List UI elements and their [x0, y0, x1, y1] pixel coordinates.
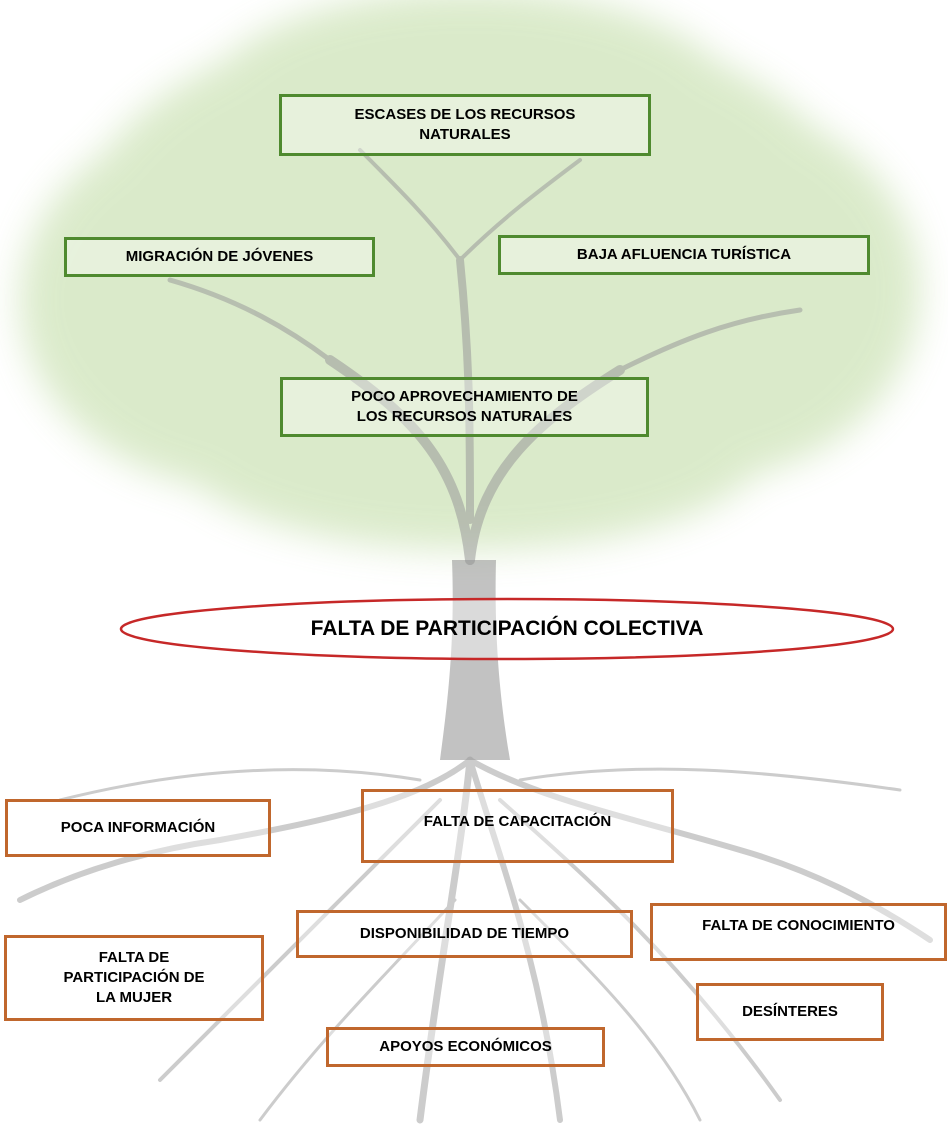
cause-box: FALTA DE PARTICIPACIÓN DE LA MUJER	[4, 935, 264, 1021]
effect-box: MIGRACIÓN DE JÓVENES	[64, 237, 375, 277]
cause-box: POCA INFORMACIÓN	[5, 799, 271, 857]
cause-label: POCA INFORMACIÓN	[60, 819, 216, 836]
effect-label: POCO APROVECHAMIENTO DE LOS RECURSOS NAT…	[351, 388, 578, 425]
cause-label: FALTA DE PARTICIPACIÓN DE LA MUJER	[63, 949, 205, 1006]
effect-box: POCO APROVECHAMIENTO DE LOS RECURSOS NAT…	[280, 377, 649, 437]
cause-label: FALTA DE CONOCIMIENTO	[702, 917, 895, 934]
cause-box: FALTA DE CAPACITACIÓN	[361, 789, 674, 863]
cause-label: DISPONIBILIDAD DE TIEMPO	[359, 925, 570, 942]
effect-label: MIGRACIÓN DE JÓVENES	[125, 248, 314, 265]
cause-label: FALTA DE CAPACITACIÓN	[423, 813, 612, 830]
effect-box: BAJA AFLUENCIA TURÍSTICA	[498, 235, 870, 275]
core-problem-ellipse	[119, 597, 895, 661]
effect-box: ESCASES DE LOS RECURSOS NATURALES	[279, 94, 651, 156]
core-problem-label: FALTA DE PARTICIPACIÓN COLECTIVA	[310, 617, 704, 640]
cause-label: APOYOS ECONÓMICOS	[379, 1038, 552, 1055]
effect-label: ESCASES DE LOS RECURSOS NATURALES	[354, 106, 576, 143]
cause-label: DESÍNTERES	[742, 1003, 838, 1020]
core-problem: FALTA DE PARTICIPACIÓN COLECTIVA	[118, 596, 896, 662]
cause-box: FALTA DE CONOCIMIENTO	[650, 903, 947, 961]
branches	[167, 148, 803, 565]
cause-box: DISPONIBILIDAD DE TIEMPO	[296, 910, 633, 958]
cause-box: DESÍNTERES	[696, 983, 884, 1041]
effect-label: BAJA AFLUENCIA TURÍSTICA	[576, 246, 792, 263]
cause-box: APOYOS ECONÓMICOS	[326, 1027, 605, 1067]
